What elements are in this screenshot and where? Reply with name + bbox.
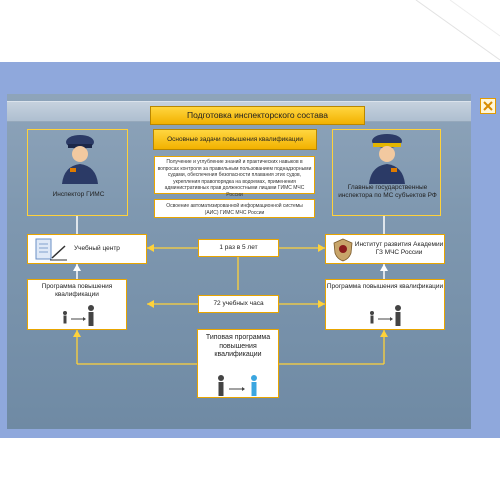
person-arrow-icon	[63, 305, 94, 326]
inspector-icon	[62, 135, 98, 184]
close-icon	[483, 101, 493, 111]
person-arrow-icon	[370, 305, 401, 326]
frequency-box: 1 раз в 5 лет	[198, 239, 279, 257]
header-bar: Подготовка инспекторского состава	[7, 101, 471, 125]
academy-emblem-icon	[333, 238, 353, 262]
person-arrow-icon	[218, 375, 257, 396]
hours-label: 72 учебных часа	[213, 300, 264, 307]
close-button[interactable]	[480, 98, 496, 114]
training-center-box: Учебный центр	[27, 234, 147, 264]
system-text: Освоение автоматизированной информационн…	[166, 203, 303, 216]
program-right-box: Программа повышения квалификации	[325, 279, 445, 330]
diagram-title: Подготовка инспекторского состава	[150, 106, 365, 125]
program-left-label: Программа повышения квалификации	[41, 283, 113, 298]
frequency-label: 1 раз в 5 лет	[219, 244, 258, 251]
chief-inspector-icon	[369, 134, 405, 184]
hours-box: 72 учебных часа	[198, 295, 279, 313]
connector-lines	[73, 216, 388, 365]
tasks-text-box: Получение и углубление знаний и практиче…	[154, 156, 315, 198]
program-left-box: Программа повышения квалификации	[27, 279, 127, 330]
institute-label: Институт развития Академии ГЗ МЧС России	[354, 241, 444, 256]
program-right-label: Программа повышения квалификации	[326, 283, 444, 290]
tasks-header-label: Основные задачи повышения квалификации	[167, 136, 303, 143]
chief-inspector-label: Главные государственные инспектора по МС…	[338, 184, 437, 199]
typical-program-label: Типовая программа повышения квалификации	[205, 334, 271, 358]
inspector-box: Инспектор ГИМС	[27, 129, 128, 216]
tasks-header: Основные задачи повышения квалификации	[153, 129, 317, 150]
diagram-panel: Подготовка инспекторского состава	[7, 94, 471, 429]
training-center-label: Учебный центр	[74, 245, 120, 252]
document-pen-icon	[35, 238, 67, 261]
tasks-text: Получение и углубление знаний и практиче…	[157, 159, 312, 198]
inspector-label: Инспектор ГИМС	[52, 191, 105, 198]
system-text-box: Освоение автоматизированной информационн…	[154, 199, 315, 218]
chief-inspector-box: Главные государственные инспектора по МС…	[332, 129, 441, 216]
typical-program-box: Типовая программа повышения квалификации	[197, 329, 279, 398]
institute-box: Институт развития Академии ГЗ МЧС России	[325, 234, 445, 264]
